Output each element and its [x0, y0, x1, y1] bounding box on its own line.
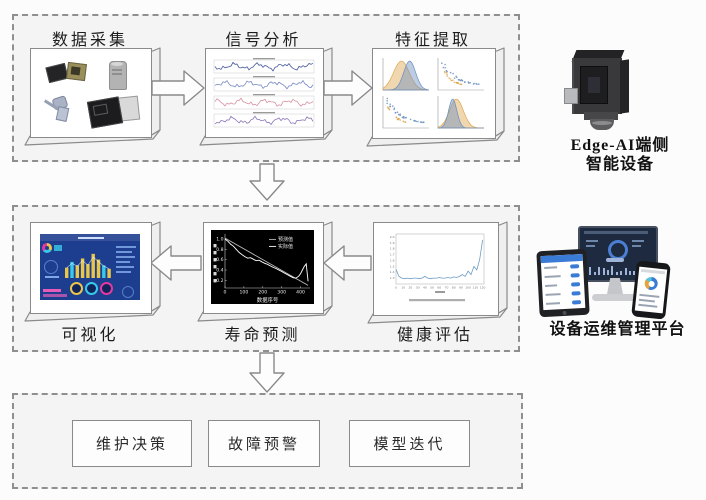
svg-text:数据序号: 数据序号 [257, 296, 279, 304]
svg-text:30: 30 [416, 286, 420, 290]
svg-text:60: 60 [437, 286, 441, 290]
svg-text:90: 90 [459, 286, 463, 290]
svg-text:0.4: 0.4 [216, 268, 223, 274]
dashboard-screenshot [40, 234, 140, 300]
stage-label-life-prediction: 寿命预测 [224, 327, 301, 344]
svg-text:预测值: 预测值 [278, 236, 293, 243]
chip-package-dark-icon [86, 96, 124, 129]
fault-warning-label: 故障预警 [227, 437, 300, 453]
smartphone [631, 260, 671, 320]
dashboard-donut [85, 282, 98, 295]
stage-label-feature-extraction: 特征提取 [394, 32, 471, 49]
dashboard-bar-chart [65, 253, 111, 278]
svg-text:40: 40 [423, 286, 427, 290]
tablet [536, 248, 590, 318]
dashboard-list-row [116, 251, 132, 253]
monitor-base [592, 294, 636, 301]
signal-waveform-plots [213, 58, 315, 128]
device-base [590, 119, 614, 130]
svg-text:70: 70 [445, 286, 449, 290]
dashboard-donut-multi [42, 243, 52, 253]
dashboard-list-row [116, 271, 131, 273]
svg-text:1.4: 1.4 [390, 270, 395, 274]
svg-text:100: 100 [465, 286, 471, 290]
dashboard-pink-bar [43, 289, 61, 292]
box-model-iteration: 模型迭代 [349, 420, 470, 467]
monitor-stand [607, 278, 623, 294]
dashboard-donut [100, 282, 113, 295]
svg-text:110: 110 [472, 286, 478, 290]
svg-text:1.5: 1.5 [390, 264, 395, 268]
signal-analysis-image-panel [205, 48, 324, 138]
edge-device-label-line1: Edge-AI端侧 [570, 137, 670, 154]
cylindrical-sensor-icon [109, 61, 127, 90]
svg-text:400: 400 [296, 290, 305, 296]
svg-text:实际值: 实际值 [278, 243, 293, 250]
svg-text:0: 0 [224, 290, 227, 296]
svg-text:1.8: 1.8 [390, 247, 395, 251]
sensor-module-icon [66, 61, 87, 82]
svg-text:0.6: 0.6 [216, 257, 223, 263]
dashboard-list-row [116, 246, 136, 248]
svg-text:50: 50 [430, 286, 434, 290]
edge-ai-device-image [560, 46, 640, 136]
box-maintenance-decision: 维护决策 [72, 420, 192, 467]
platform-label: 设备运维管理平台 [549, 321, 686, 338]
svg-text:1.0: 1.0 [216, 237, 223, 243]
feature-extraction-image-panel [372, 48, 496, 139]
dashboard-donut [70, 282, 83, 295]
stage-label-health-assessment: 健康评估 [396, 327, 473, 344]
dashboard-title-bar [78, 236, 104, 239]
svg-text:0.2: 0.2 [216, 278, 223, 284]
device-side-face [620, 59, 629, 114]
svg-text:10: 10 [401, 286, 405, 290]
svg-text:1.7: 1.7 [390, 253, 395, 257]
dashboard-list-row [116, 256, 135, 258]
stage-label-visualization: 可视化 [61, 327, 119, 344]
svg-text:1.9: 1.9 [390, 241, 395, 245]
device-collar [584, 112, 618, 120]
device-clamp [564, 88, 578, 104]
sensor-chip-icon [45, 62, 69, 84]
svg-text:1.3: 1.3 [390, 276, 395, 280]
svg-text:100: 100 [239, 290, 248, 296]
dashboard-list-row [116, 266, 134, 268]
box-fault-warning: 故障预警 [208, 420, 320, 467]
maintenance-decision-label: 维护决策 [95, 437, 168, 453]
svg-text:2.0: 2.0 [390, 235, 395, 239]
svg-text:0: 0 [395, 286, 397, 290]
stage-label-signal-analysis: 信号分析 [225, 32, 302, 49]
edge-device-label-line2: 智能设备 [585, 156, 654, 173]
svg-text:120: 120 [480, 286, 486, 290]
dashboard-pink-bar [43, 294, 67, 297]
dashboard-logo-circle [122, 286, 134, 298]
model-iteration-label: 模型迭代 [373, 437, 446, 453]
platform-devices-image [530, 220, 700, 320]
dashboard-gauge [44, 260, 58, 274]
svg-text:1.6: 1.6 [390, 258, 395, 262]
svg-text:20: 20 [409, 286, 413, 290]
dashboard-line [45, 276, 59, 278]
visualization-image-panel [30, 222, 152, 314]
stage-label-data-acquisition: 数据采集 [51, 32, 128, 49]
svg-text:80: 80 [452, 286, 456, 290]
dashboard-widget [54, 245, 62, 251]
device-front-panel [580, 66, 608, 104]
svg-text:300: 300 [277, 290, 286, 296]
svg-text:0.8: 0.8 [216, 247, 223, 253]
edge-device-label: Edge-AI端侧 智能设备 [545, 136, 695, 174]
data-acquisition-image-panel [30, 48, 152, 138]
svg-text:200: 200 [258, 290, 267, 296]
dashboard-list-row [116, 261, 130, 263]
feature-distribution-plots [382, 58, 484, 129]
valve-sensor-icon [41, 95, 71, 123]
